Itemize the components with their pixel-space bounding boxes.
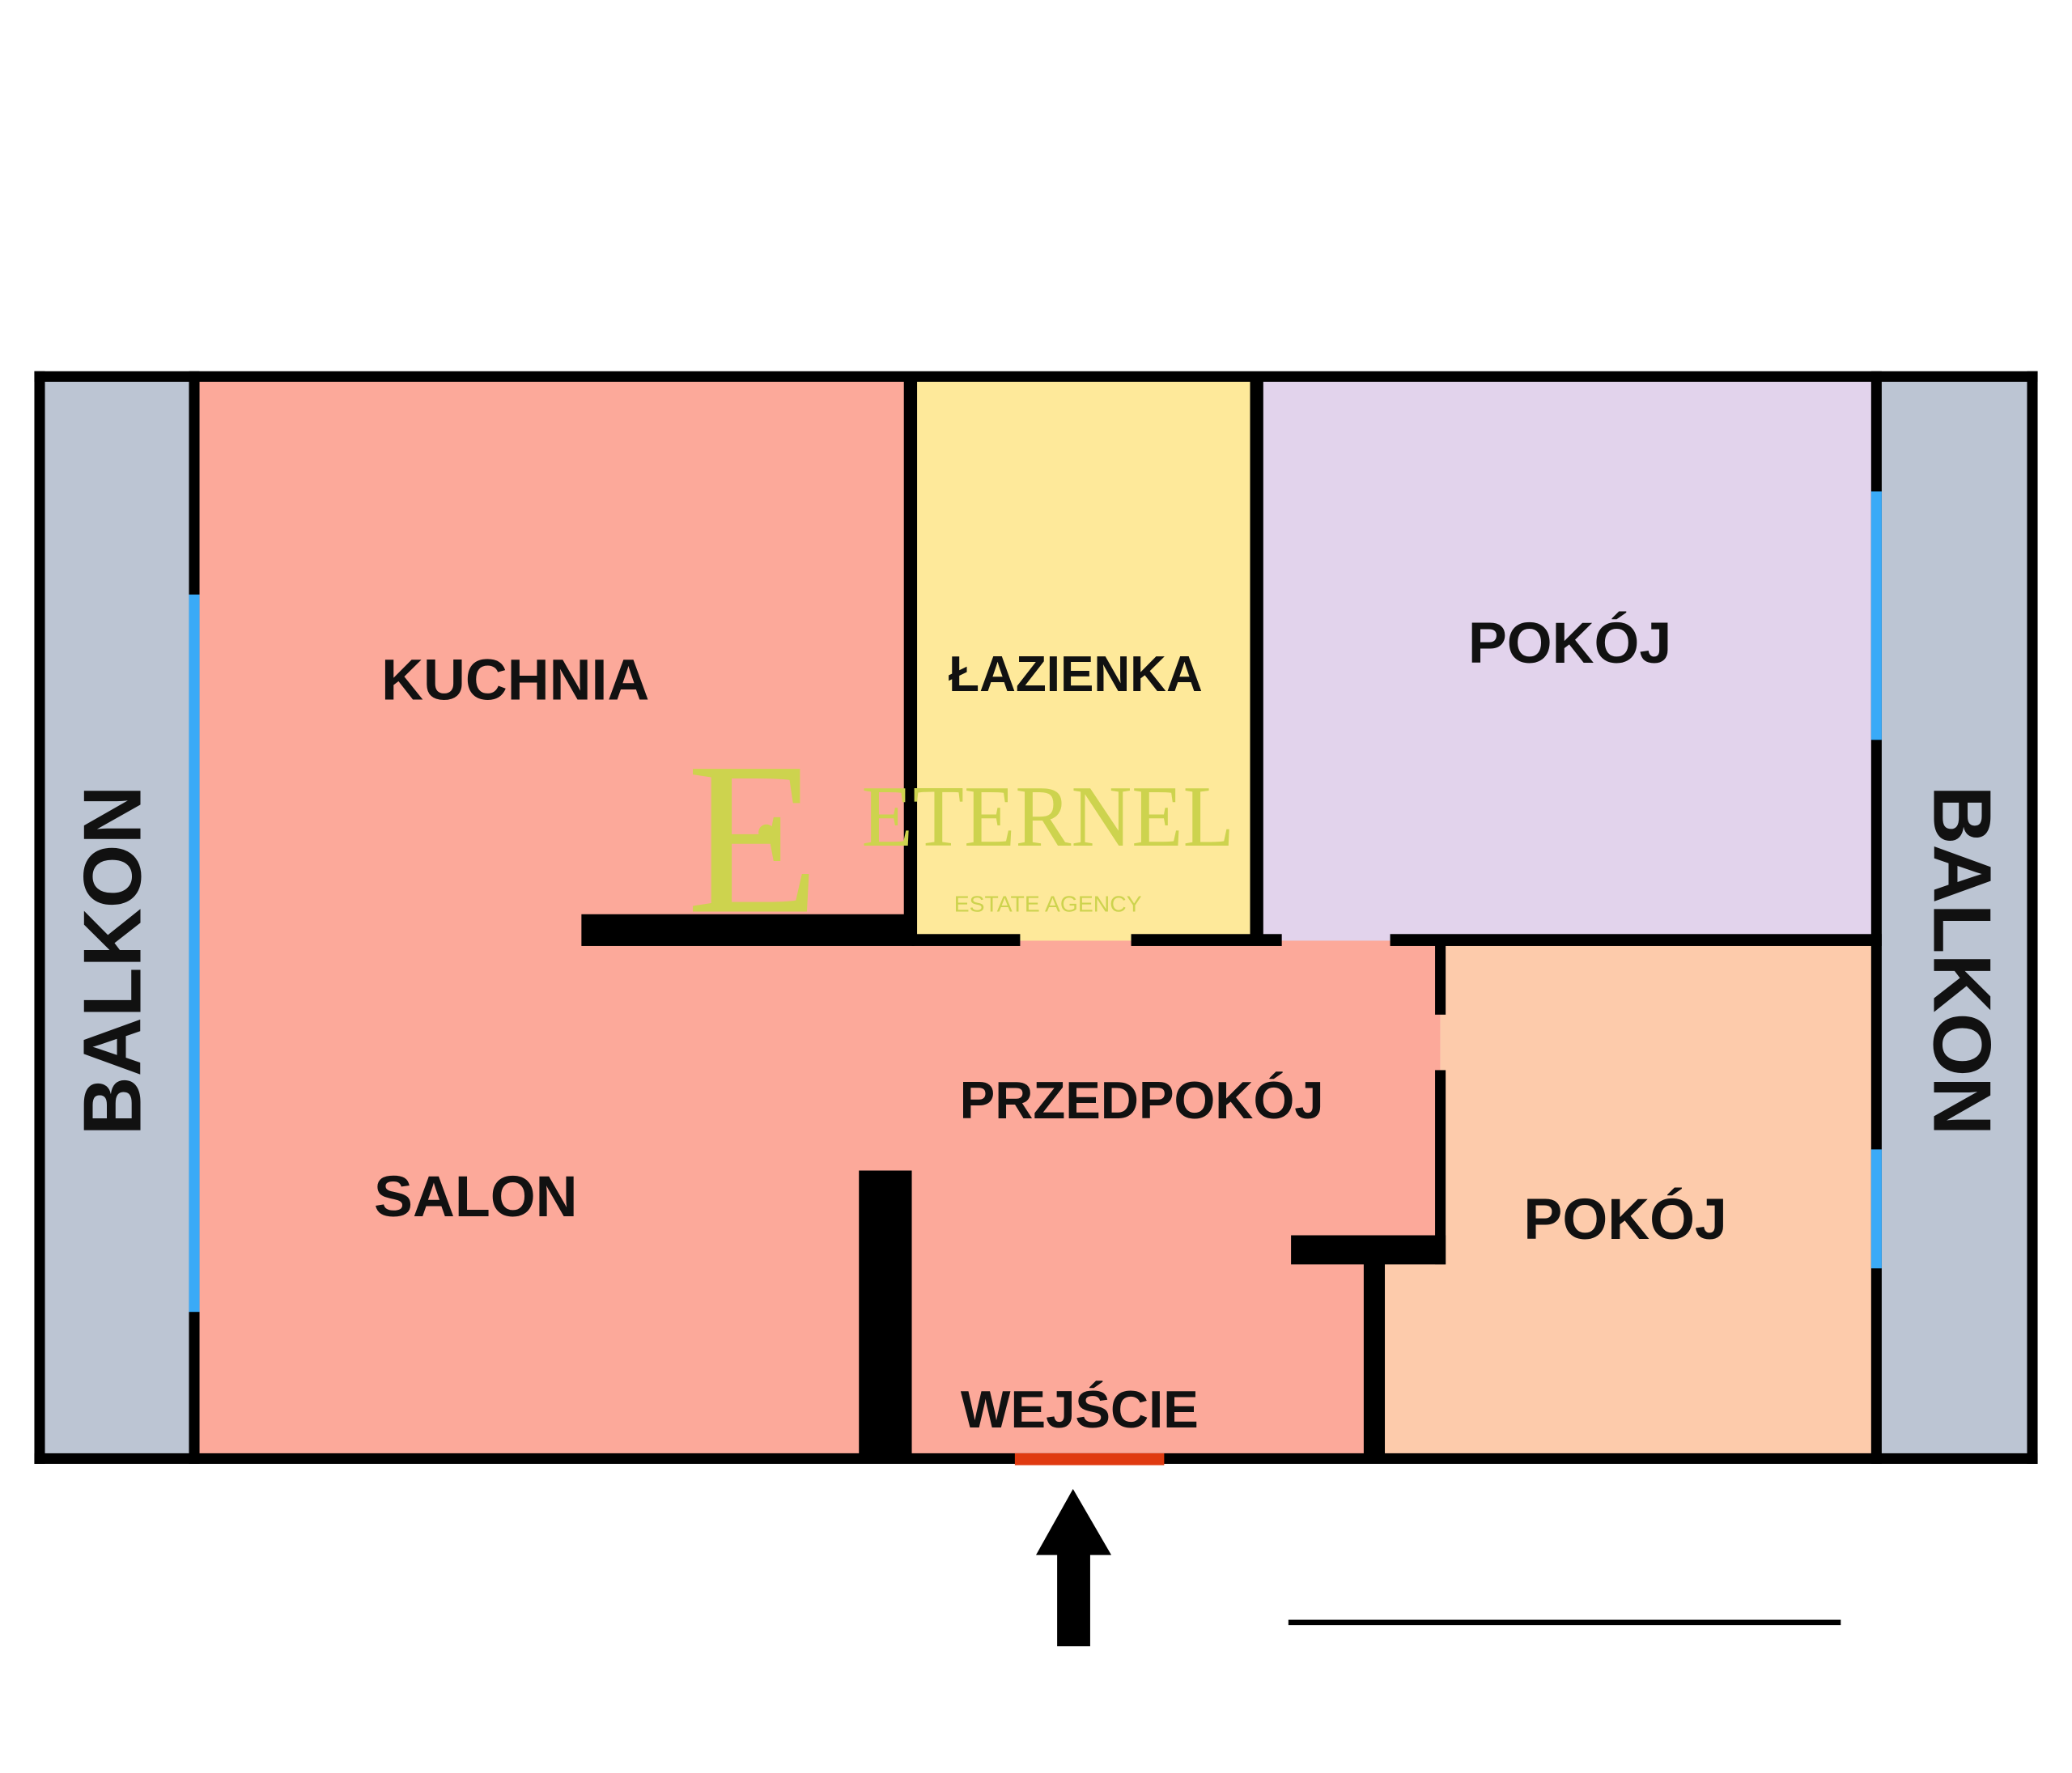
label-balcony-left: BALKON — [67, 785, 159, 1135]
balcony-right-area — [1876, 375, 2036, 1461]
label-balcony-right: BALKON — [1917, 785, 2008, 1135]
logo-name: ETERNEL — [861, 769, 1233, 865]
label-hallway: PRZEDPOKÓJ — [960, 1071, 1324, 1130]
entrance-arrow-icon — [1036, 1488, 1112, 1647]
bathroom-area — [911, 380, 1256, 941]
room-top-area — [1255, 380, 1877, 941]
window-right-top — [1870, 491, 1882, 740]
label-kitchen: KUCHNIA — [381, 648, 649, 713]
label-room-bottom: POKÓJ — [1523, 1186, 1726, 1252]
label-room-top: POKÓJ — [1468, 610, 1671, 676]
label-entrance: WEJŚCIE — [961, 1380, 1199, 1439]
balcony-left-area — [36, 375, 194, 1461]
window-right-bottom — [1870, 1149, 1882, 1269]
room-bottom-area-lower — [1374, 1262, 1877, 1459]
scale-line — [1288, 1619, 1841, 1626]
label-living-room: SALON — [374, 1164, 577, 1229]
window-left — [189, 594, 200, 1313]
entrance-door — [1014, 1453, 1165, 1465]
logo-tagline: ESTATE AGENCY — [954, 892, 1142, 917]
logo-initial: E — [686, 719, 820, 960]
eternel-logo: E ETERNEL ESTATE AGENCY — [686, 719, 1234, 960]
label-bathroom: ŁAZIENKA — [949, 647, 1203, 702]
room-bottom-area — [1440, 940, 1877, 1265]
